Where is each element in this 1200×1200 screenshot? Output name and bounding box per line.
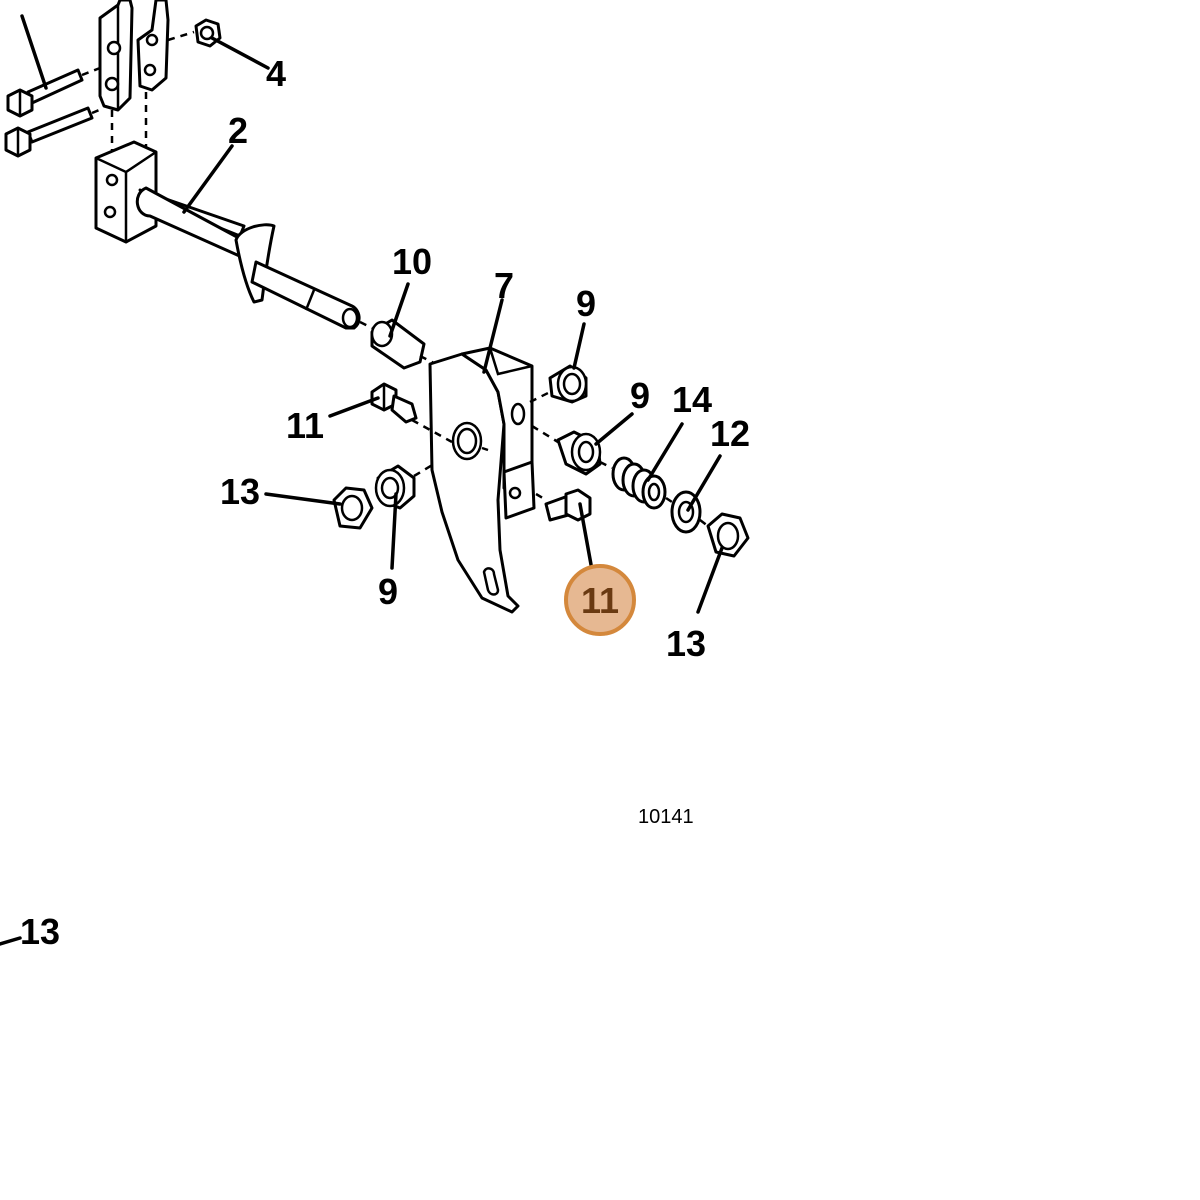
bushing-part-9-low [374,462,435,510]
callout-14: 14 [672,379,712,420]
highlight-circle[interactable] [564,564,636,636]
callout-13-left: 13 [220,471,260,512]
callout-11-left: 11 [286,405,324,446]
callout-2: 2 [228,110,248,151]
highlighted-callout-11[interactable]: 11 [564,564,636,636]
callout-13-bottom: 13 [20,911,60,952]
callout-9-mid: 9 [630,375,650,416]
bushing-part-9-mid [531,424,602,476]
drawing-number: 10141 [638,806,694,828]
highlight-callout-label: 11 [581,580,619,621]
shaft-assembly-part-2 [94,140,373,330]
bushing-part-9-top [529,364,588,404]
bolt-part-11-left [370,382,418,424]
leader-lines [0,14,724,946]
spring-part-14 [599,456,667,510]
callout-7: 7 [494,265,514,306]
upper-clevis-plates [98,0,170,150]
nut-part-13-right [699,512,750,558]
bolt-lower-left [4,106,94,158]
bolt-part-11-highlighted [535,488,592,522]
callout-9-top: 9 [576,283,596,324]
nut-part-13-left [332,486,374,530]
bushing-part-10 [370,318,437,370]
callout-9-low: 9 [378,571,398,612]
callout-13-right: 13 [666,623,706,664]
bracket-part-7 [411,346,536,614]
nut-part-4 [167,18,222,48]
callout-4: 4 [266,53,286,94]
callout-labels: 4 2 10 7 9 9 14 12 11 13 9 13 13 [20,53,750,952]
bolt-upper-left [6,68,84,118]
callout-10: 10 [392,241,432,282]
callout-12: 12 [710,413,750,454]
